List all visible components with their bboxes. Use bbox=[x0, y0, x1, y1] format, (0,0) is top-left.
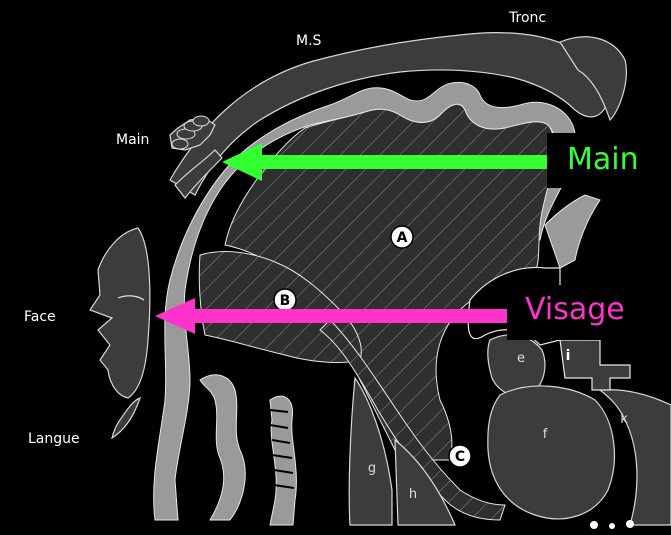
structure-f bbox=[488, 386, 615, 519]
label-face: Face bbox=[24, 309, 56, 325]
region-c-label: C bbox=[455, 449, 465, 465]
homunculus-face bbox=[90, 228, 150, 398]
structure-k-label: k bbox=[620, 412, 628, 427]
structure-i bbox=[560, 340, 630, 390]
structure-f-label: f bbox=[543, 427, 548, 442]
right-cortex-band bbox=[545, 195, 600, 268]
label-tronc: Tronc bbox=[508, 10, 546, 26]
structure-i-label: i bbox=[566, 348, 571, 364]
region-a-marker: A bbox=[391, 226, 413, 248]
region-b-marker: B bbox=[274, 289, 296, 311]
lower-cortex-folds bbox=[200, 375, 245, 520]
structure-g-label: g bbox=[368, 461, 376, 476]
label-langue: Langue bbox=[28, 431, 80, 447]
bottom-dots bbox=[590, 520, 634, 529]
callout-main: Main bbox=[547, 133, 663, 188]
region-a-label: A bbox=[397, 230, 408, 246]
structure-h-label: h bbox=[409, 487, 417, 502]
region-c-marker: C bbox=[449, 445, 471, 467]
region-b-label: B bbox=[280, 293, 291, 309]
structure-e-label: e bbox=[517, 351, 525, 366]
homunculus-tongue bbox=[112, 398, 140, 438]
callout-visage: Visage bbox=[507, 285, 663, 340]
label-ms: M.S bbox=[296, 33, 322, 49]
label-main: Main bbox=[116, 132, 149, 148]
lower-cortex-ridge bbox=[270, 396, 296, 525]
